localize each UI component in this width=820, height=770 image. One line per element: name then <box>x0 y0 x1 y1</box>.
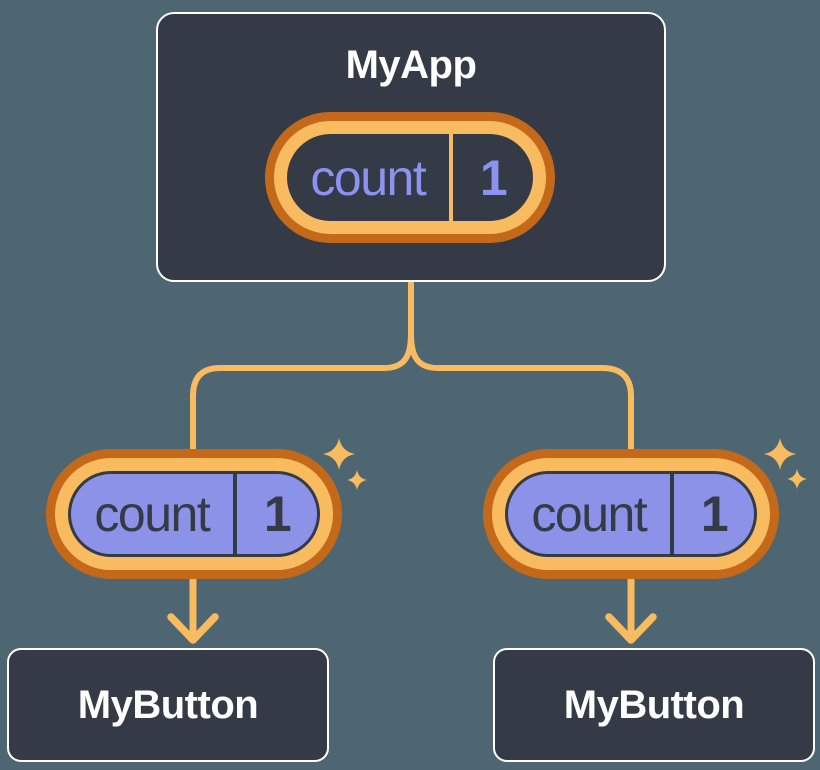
state-name-label: count <box>310 149 426 206</box>
state-name-label: count <box>531 486 647 542</box>
state-name-cell: count <box>71 474 233 554</box>
right-prop-pill-core: count 1 <box>505 471 757 557</box>
state-pill-divider <box>232 474 238 554</box>
state-value-cell: 1 <box>453 134 533 221</box>
myapp-state-pill-core: count 1 <box>287 134 533 221</box>
sparkle-icon <box>764 438 796 470</box>
state-value-cell: 1 <box>674 474 754 554</box>
mybutton-node-right: MyButton <box>493 648 815 762</box>
left-arrow-head <box>167 613 219 644</box>
state-pill-divider <box>669 474 675 554</box>
state-name-cell: count <box>287 134 449 221</box>
state-pill-divider <box>448 134 454 221</box>
mybutton-node-title: MyButton <box>563 683 745 727</box>
tree-branch-lines <box>190 280 634 452</box>
myapp-node-title: MyApp <box>345 43 477 87</box>
left-prop-pill-core: count 1 <box>68 471 320 557</box>
sparkle-icon <box>347 470 367 490</box>
state-value-cell: 1 <box>237 474 317 554</box>
state-name-label: count <box>94 486 210 542</box>
state-name-cell: count <box>508 474 670 554</box>
branch-right-line <box>408 280 634 452</box>
left-prop-pill: count 1 <box>46 449 342 579</box>
branch-left-line <box>190 280 414 452</box>
state-value-label: 1 <box>479 149 508 206</box>
sparkle-icon <box>323 438 355 470</box>
state-value-label: 1 <box>263 486 292 542</box>
myapp-state-pill: count 1 <box>265 112 555 243</box>
right-prop-pill: count 1 <box>483 449 779 579</box>
mybutton-node-title: MyButton <box>77 683 259 727</box>
mybutton-node-left: MyButton <box>7 648 329 762</box>
state-value-label: 1 <box>700 486 729 542</box>
right-arrow-head <box>605 613 657 644</box>
sparkle-icon <box>787 469 807 489</box>
